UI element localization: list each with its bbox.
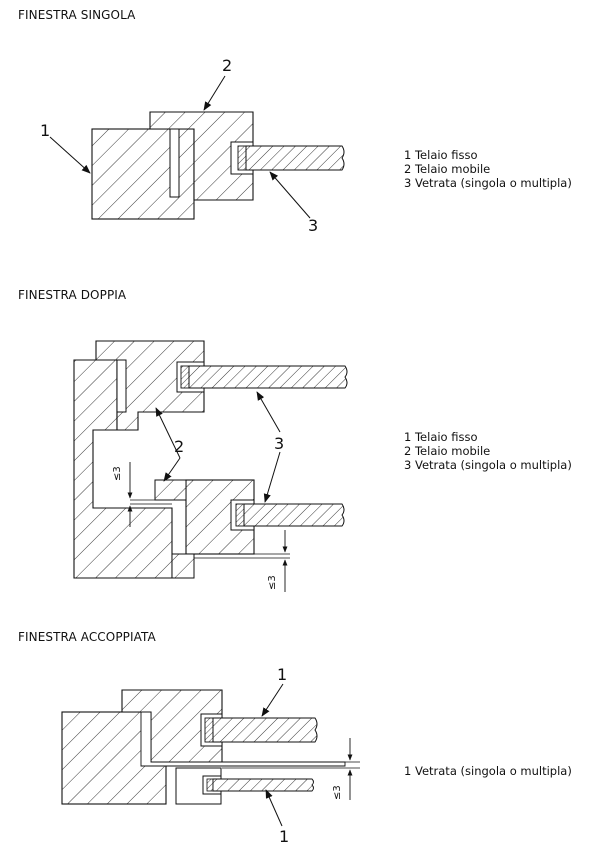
movable-frame [149,111,254,201]
legend-item: 1 Telaio fisso [404,148,478,162]
callout-label: 1 [277,665,287,684]
legend-double: 1 Telaio fisso 2 Telaio mobile 3 Vetrata… [404,430,572,472]
dimension-label: ≤3 [267,575,278,590]
glazing-bead [180,365,190,389]
legend-item: 3 Vetrata (singola o multipla) [404,458,572,472]
glazing-bead [204,717,214,743]
single-window-section: 1 2 3 [40,56,345,235]
glazing-bead [237,145,247,171]
callout-label: 2 [222,56,232,75]
gasket [169,128,180,198]
gasket [116,359,127,413]
glazing-bead [235,503,245,527]
dimension-label: ≤3 [112,466,123,481]
glazing-inner [212,778,314,792]
legend-single: 1 Telaio fisso 2 Telaio mobile 3 Vetrata… [404,148,572,190]
legend-item: 3 Vetrata (singola o multipla) [404,176,572,190]
coupled-window-section: ≤3 1 1 [61,665,360,846]
title-single-window: FINESTRA SINGOLA [18,8,136,22]
legend-item: 1 Vetrata (singola o multipla) [404,764,572,778]
legend-item: 2 Telaio mobile [404,444,491,458]
callout-label: 1 [40,121,50,140]
title-double-window: FINESTRA DOPPIA [18,288,127,302]
callout-label: 1 [279,827,289,846]
glazing [245,145,345,171]
legend-coupled: 1 Vetrata (singola o multipla) [404,764,572,778]
legend-item: 2 Telaio mobile [404,162,491,176]
callout-label: 2 [174,437,184,456]
glazing-outer [212,717,318,743]
double-window-section: ≤3 ≤3 2 3 [73,340,348,592]
movable-frame-step [154,479,187,501]
legend-item: 1 Telaio fisso [404,430,478,444]
glazing-inner [243,503,345,527]
title-coupled-window: FINESTRA ACCOPPIATA [18,630,156,644]
glazing-bead [206,778,214,792]
callout-label: 3 [308,216,318,235]
glazing-outer [188,365,348,389]
dimension-label: ≤3 [332,785,343,800]
callout-label: 3 [274,434,284,453]
movable-frame-foot [171,553,195,579]
